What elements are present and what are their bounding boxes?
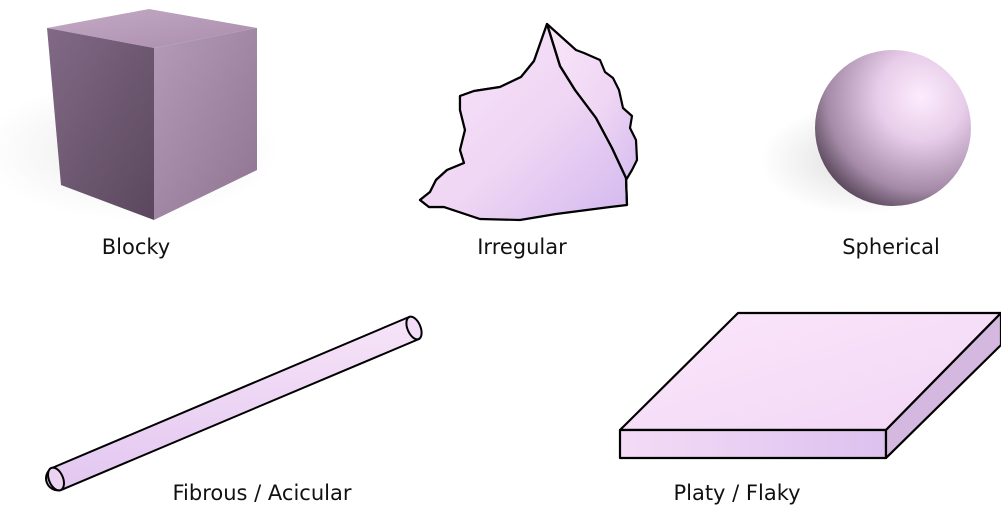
label-blocky: Blocky bbox=[102, 237, 170, 258]
rod-icon bbox=[45, 314, 425, 492]
sphere-icon bbox=[760, 50, 971, 215]
label-platy: Platy / Flaky bbox=[673, 483, 800, 504]
cube-icon bbox=[0, 9, 280, 220]
label-spherical: Spherical bbox=[842, 237, 940, 258]
irregular-fragment-icon bbox=[420, 24, 637, 220]
plate-icon bbox=[620, 313, 1001, 458]
label-irregular: Irregular bbox=[477, 237, 567, 258]
label-fibrous: Fibrous / Acicular bbox=[173, 483, 352, 504]
